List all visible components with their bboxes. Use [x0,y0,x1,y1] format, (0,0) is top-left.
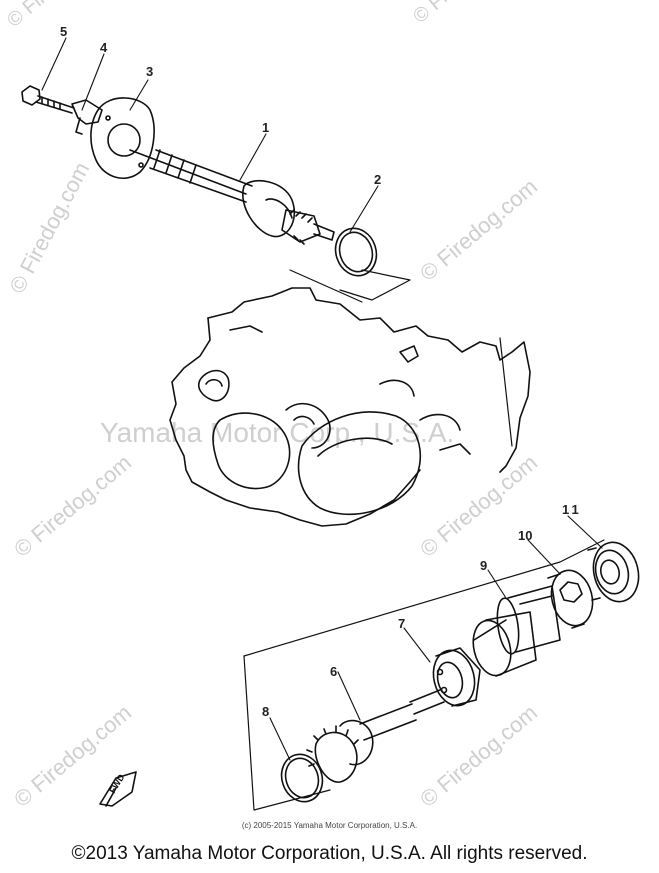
collar-part-9 [472,585,561,677]
oil-seal-part-11 [587,541,640,603]
callout-10: 10 [518,528,532,543]
leader-lines [41,37,603,761]
watermark-site-left-bottom: © Firedog.com [9,700,136,812]
callout-8: 8 [262,704,269,719]
callout-3: 3 [146,64,153,79]
callout-2: 2 [374,172,381,187]
bearing-part-7 [432,647,481,707]
watermark-site-corner-left: © Firedog [3,0,85,32]
callout-4: 4 [100,40,108,55]
watermark-site-left-top: © Firedog.com [4,158,94,297]
plate-part-3 [90,97,155,180]
callout-6: 6 [330,664,337,679]
watermark-site-left-mid: © Firedog.com [9,450,136,562]
watermark-site-right-mid: © Firedog.com [415,450,542,562]
watermark-site-corner-right: © Firedog [409,0,491,28]
o-ring-part-8 [280,753,324,803]
bolt-part-5 [21,85,75,114]
lock-plate-part-4 [71,99,103,135]
crankcase-outline [169,287,531,527]
o-ring-part-2 [334,227,378,277]
shaft-part-6 [306,689,445,783]
nut-part-10 [547,569,594,629]
watermark-site-right-top: © Firedog.com [415,174,542,286]
shaft-part-1 [129,149,335,245]
callout-1: 1 [262,120,269,135]
fwd-arrow-icon [99,771,137,807]
callout-9: 9 [480,558,487,573]
copyright-small: (c) 2005-2015 Yamaha Motor Corporation, … [241,821,418,830]
watermark-site-right-bottom: © Firedog.com [415,700,542,812]
callout-11: 11 [562,502,582,517]
callout-7: 7 [398,616,405,631]
watermark-center: Yamaha Motor Corp., U.S.A. [100,417,454,448]
callout-5: 5 [60,24,67,39]
copyright-main: ©2013 Yamaha Motor Corporation, U.S.A. A… [71,843,588,864]
